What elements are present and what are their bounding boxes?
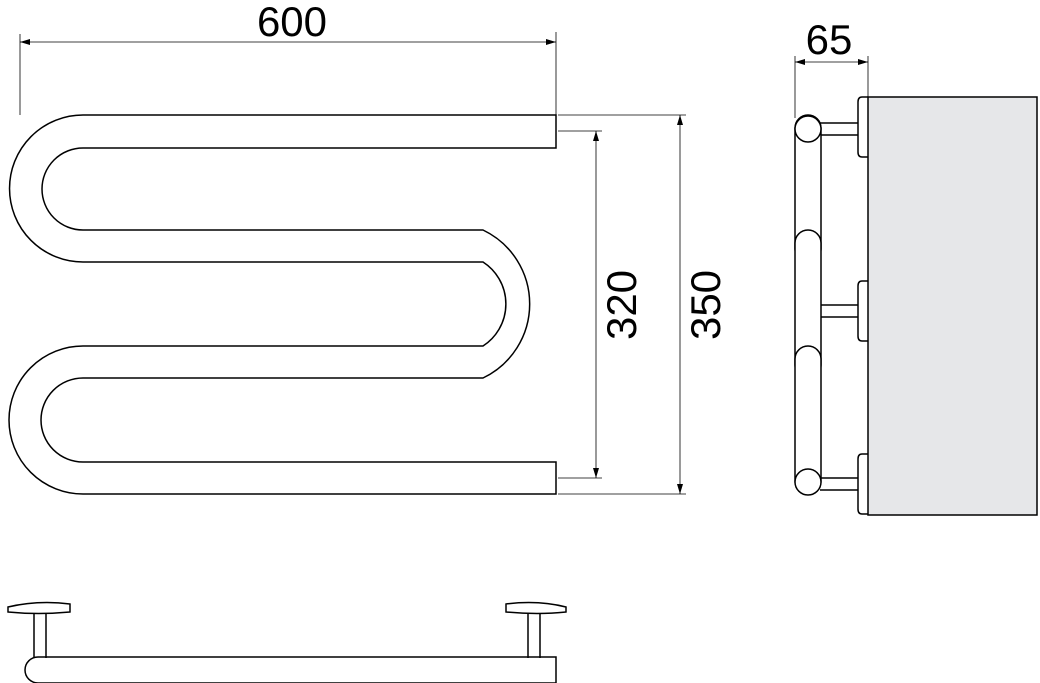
- outer-height-label: 350: [682, 270, 729, 340]
- depth-label: 65: [806, 16, 853, 63]
- wall-flange-bottom: [857, 453, 868, 515]
- inner-height-label: 320: [598, 270, 645, 340]
- side-view: 65: [794, 16, 1038, 516]
- width-dimension: 600: [19, 0, 557, 115]
- wall: [867, 96, 1038, 516]
- left-flange: [7, 601, 71, 615]
- wall-flange-top: [857, 96, 868, 158]
- top-tube: [24, 656, 557, 683]
- width-label: 600: [257, 0, 327, 45]
- wall-flange-middle: [857, 280, 868, 342]
- inner-height-dimension: 320: [558, 130, 645, 479]
- front-view: 600 320 350: [8, 0, 729, 495]
- outer-height-dimension: 350: [558, 114, 729, 495]
- serpentine-tube: [8, 114, 557, 495]
- right-flange: [505, 601, 567, 615]
- top-view: [7, 601, 567, 683]
- depth-dimension: 65: [794, 16, 869, 118]
